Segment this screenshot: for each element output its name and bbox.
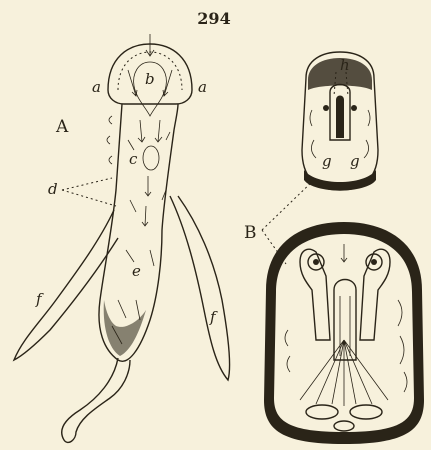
small-central-slit [336,96,344,139]
label-A: A [55,117,69,137]
label-f-right: f [209,308,218,326]
label-c: c [129,150,138,168]
label-f-left: f [35,290,44,308]
label-d: d [48,180,58,198]
arrow-icon [138,120,145,142]
label-B: B [244,223,257,243]
label-g-left: g [322,152,332,170]
label-h: h [340,56,350,74]
arrow-icon [155,120,162,142]
organ-c-outline [143,146,159,170]
figure-number: 294 [197,9,230,28]
tail-outline [62,358,130,442]
small-dot [323,105,329,111]
pupil-right [371,259,377,265]
small-dot [351,105,357,111]
label-g-right: g [350,152,360,170]
edge-bumps [107,116,112,164]
pointer-d [62,178,116,206]
appendage-f-right [170,196,230,380]
arrow-icon [142,206,148,226]
label-a-right: a [198,78,207,96]
pupil-left [313,259,319,265]
label-b: b [145,70,155,88]
label-e: e [132,262,141,280]
drawing-b-large [264,222,424,444]
small-disc-base [304,170,376,191]
label-a-left: a [92,78,101,96]
entry-arrow [146,34,154,56]
arrow-icon [145,176,151,196]
sac-shading [104,300,146,356]
